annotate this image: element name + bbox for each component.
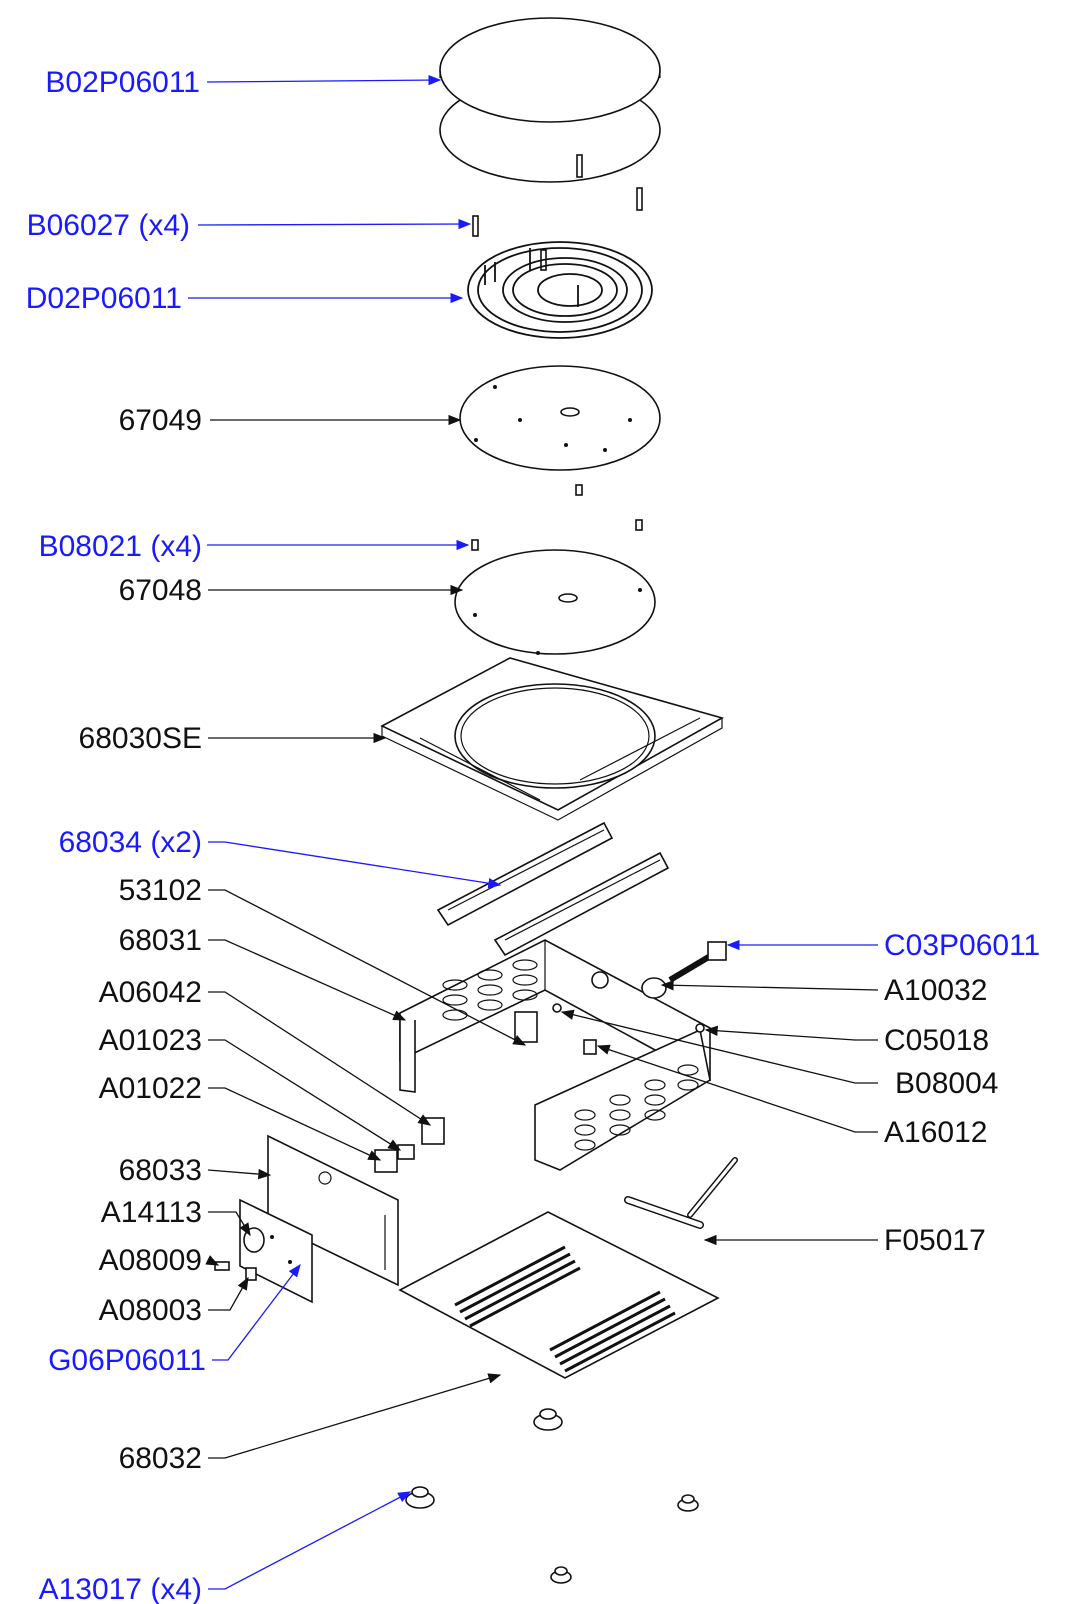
plate-67048-part	[454, 549, 656, 655]
label-c05018: C05018	[884, 1024, 989, 1057]
leader-c05018	[704, 1025, 878, 1041]
leader-68033	[207, 1168, 272, 1180]
leader-a16012	[596, 1044, 878, 1133]
label-b08021: B08021 (x4)	[39, 530, 202, 563]
leader-g06p06011	[212, 1263, 301, 1361]
top-frame-part	[380, 657, 725, 821]
leader-a01023	[208, 1039, 402, 1151]
leader-53102	[208, 889, 527, 1046]
label-67048: 67048	[119, 574, 202, 607]
leader-a08003	[208, 1276, 249, 1311]
label-a06042: A06042	[99, 976, 202, 1009]
label-53102: 53102	[119, 874, 202, 907]
label-68034: 68034 (x2)	[59, 826, 202, 859]
leader-a13017	[208, 1491, 412, 1590]
leader-a08009	[205, 1255, 220, 1266]
label-a16012: A16012	[884, 1116, 987, 1149]
leader-a01022	[208, 1087, 382, 1161]
label-a13017: A13017 (x4)	[39, 1573, 202, 1604]
cord-grommet-part	[641, 941, 727, 1033]
label-a10032: A10032	[884, 974, 987, 1007]
label-f05017: F05017	[884, 1224, 986, 1257]
label-d02p06011: D02P06011	[26, 282, 182, 315]
label-a08003: A08003	[99, 1294, 202, 1327]
leader-a14113	[208, 1211, 251, 1237]
label-b08004: B08004	[895, 1067, 998, 1100]
label-68031: 68031	[119, 924, 202, 957]
callout-labels: B02P06011 B06027 (x4) D02P06011 67049 B0…	[26, 66, 1041, 1604]
label-b02p06011: B02P06011	[45, 66, 200, 99]
label-c03p06011: C03P06011	[884, 929, 1040, 962]
heating-element-part	[467, 241, 653, 339]
label-b06027: B06027 (x4)	[27, 209, 190, 242]
leader-lines	[188, 74, 879, 1590]
label-a08009: A08009	[99, 1244, 202, 1277]
label-67049: 67049	[119, 404, 202, 437]
feet-part	[405, 1408, 699, 1584]
leader-a10032	[660, 980, 879, 991]
leader-b08004	[560, 1009, 878, 1084]
cross-rails-part	[436, 821, 670, 957]
label-68033: 68033	[119, 1154, 202, 1187]
label-g06p06011: G06P06011	[48, 1344, 206, 1377]
leader-68032	[208, 1373, 502, 1459]
chassis-part	[399, 939, 711, 1171]
leader-b02p06011	[206, 74, 442, 86]
label-68030se: 68030SE	[79, 722, 202, 755]
label-68032: 68032	[119, 1442, 202, 1475]
leader-68034	[208, 841, 502, 889]
label-a01022: A01022	[99, 1072, 202, 1105]
top-plate-part	[439, 17, 661, 183]
bottom-plate-part	[398, 1211, 720, 1379]
label-a01023: A01023	[99, 1024, 202, 1057]
control-panel-part	[267, 1134, 399, 1287]
leader-68031	[208, 939, 407, 1021]
leader-b06027	[197, 218, 472, 230]
rod-part	[624, 1157, 738, 1229]
leader-a06042	[208, 991, 432, 1126]
plate-67049-part	[459, 365, 661, 471]
label-a14113: A14113	[101, 1196, 202, 1229]
